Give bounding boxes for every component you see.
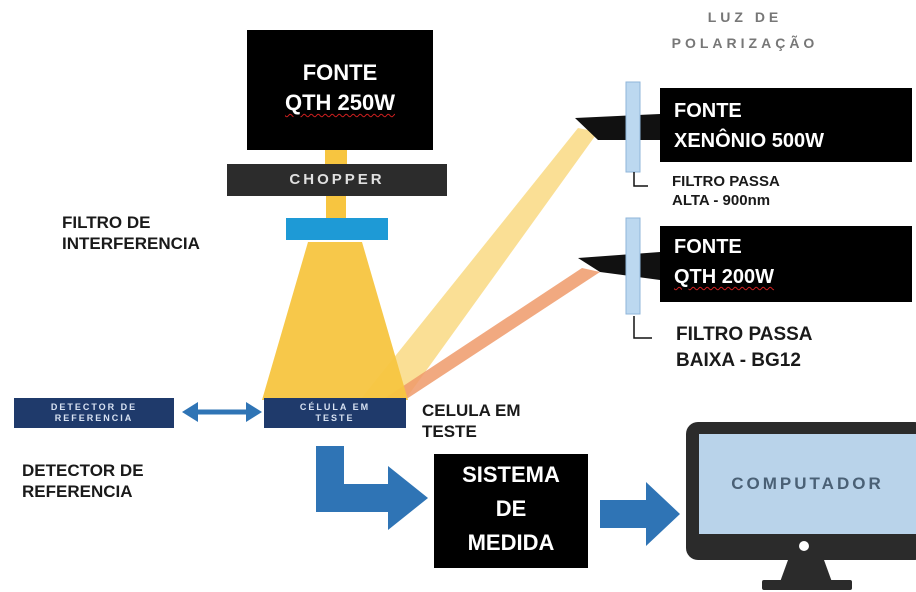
reference-detector-label-line2: REFERENCIA — [22, 482, 133, 501]
test-cell-label-line2: TESTE — [422, 422, 477, 441]
lowpass-filter-label: FILTRO PASSA BAIXA - BG12 — [676, 322, 813, 374]
source-qth250-line1: FONTE — [302, 60, 378, 85]
test-cell-label: CELULA EM TESTE — [422, 400, 521, 442]
highpass-filter-label: FILTRO PASSA ALTA - 900nm — [672, 172, 780, 210]
test-cell-label-line1: CELULA EM — [422, 401, 521, 420]
lowpass-filter-line1: FILTRO PASSA — [676, 324, 813, 345]
mid-beam-column — [326, 196, 346, 218]
monitor-power-led — [799, 541, 809, 551]
reference-detector-label: DETECTOR DE REFERENCIA — [22, 460, 144, 502]
lowpass-filter-plate — [625, 217, 641, 315]
lowpass-filter-line2: BAIXA - BG12 — [676, 350, 801, 371]
highpass-filter-line1: FILTRO PASSA — [672, 173, 780, 190]
source-qth200-line2: QTH 200W — [674, 266, 775, 288]
interference-filter-plate — [286, 218, 388, 240]
source-qth250-line2: QTH 250W — [284, 90, 396, 115]
computer-label-wrap: COMPUTADOR — [699, 434, 916, 534]
chopper-label: CHOPPER — [289, 171, 385, 188]
source-xenon-box: FONTE XENÔNIO 500W — [660, 88, 912, 162]
cell-to-system-arrow — [316, 446, 428, 530]
chopper-bar: CHOPPER — [227, 164, 447, 196]
interference-filter-label-text: FILTRO DE INTERFERENCIA — [62, 213, 200, 253]
test-cell-box-line1: CÉLULA EM — [299, 402, 371, 412]
measurement-system-box: SISTEMA DE MEDIDA — [434, 454, 588, 568]
measurement-system-line1: SISTEMA — [462, 462, 560, 487]
test-cell-box: CÉLULA EM TESTE — [264, 398, 406, 428]
monitor-stand — [780, 560, 832, 582]
polarization-light-line1: LUZ DE — [707, 9, 783, 25]
source-xenon-line2: XENÔNIO 500W — [674, 130, 825, 152]
reference-detector-box-line1: DETECTOR DE — [50, 402, 138, 412]
monitor-base — [762, 580, 852, 590]
highpass-pointer — [633, 172, 648, 187]
interference-filter-label: FILTRO DE INTERFERENCIA — [62, 212, 242, 254]
lowpass-pointer — [633, 316, 652, 339]
polarization-light-line2: POLARIZAÇÃO — [671, 35, 819, 51]
xenon-beam — [360, 128, 598, 400]
reference-detector-box-line2: REFERENCIA — [54, 413, 134, 423]
system-to-computer-arrow — [600, 482, 680, 546]
reference-detector-box: DETECTOR DE REFERENCIA — [14, 398, 174, 428]
detector-link-arrowhead-left — [182, 402, 198, 422]
qth200-beam — [382, 268, 600, 400]
measurement-system-line3: MEDIDA — [467, 530, 555, 555]
main-beam — [262, 242, 408, 400]
source-qth250-box: FONTE QTH 250W — [247, 30, 433, 150]
highpass-filter-plate — [625, 81, 641, 173]
source-xenon-line1: FONTE — [674, 100, 742, 122]
measurement-system-line2: DE — [495, 496, 527, 521]
source-qth200-line1: FONTE — [674, 236, 742, 258]
test-cell-box-line2: TESTE — [315, 413, 355, 423]
polarization-light-label: LUZ DE POLARIZAÇÃO — [640, 4, 850, 56]
source-qth200-box: FONTE QTH 200W — [660, 226, 912, 302]
reference-detector-label-line1: DETECTOR DE — [22, 461, 144, 480]
highpass-filter-line2: ALTA - 900nm — [672, 192, 771, 209]
upper-beam-column — [325, 150, 347, 166]
detector-link-arrowhead-right — [246, 402, 262, 422]
computer-label: COMPUTADOR — [731, 474, 884, 493]
monitor-screen — [699, 434, 916, 534]
